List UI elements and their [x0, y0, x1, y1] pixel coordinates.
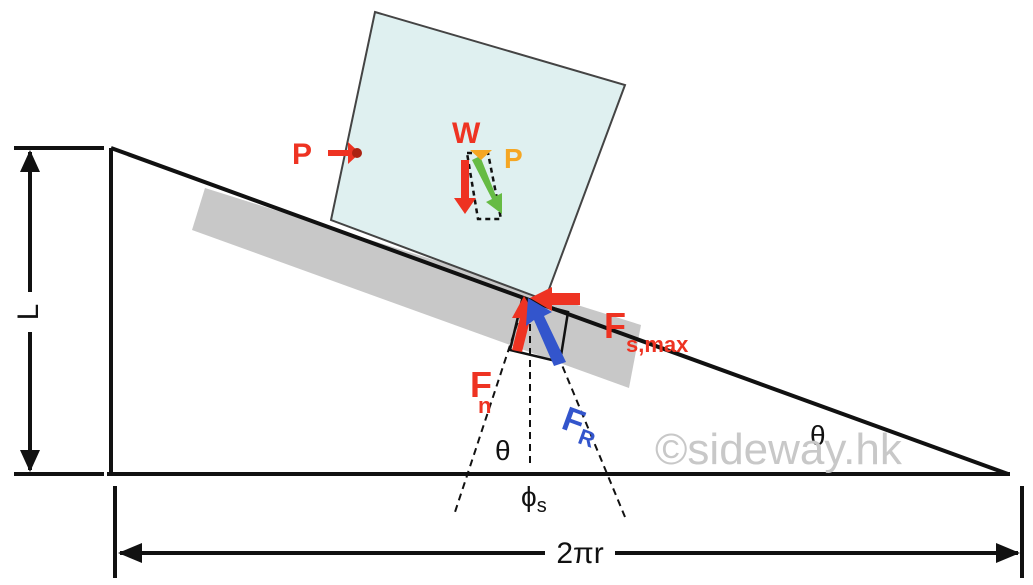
friction-force-label-sub: s,max [626, 332, 689, 357]
weight-component-arrow-icon [472, 156, 502, 214]
base-arrow-left-icon [118, 543, 142, 563]
height-label: L [12, 304, 45, 321]
friction-force-arrow-icon [530, 287, 580, 311]
base-arrow-right-icon [996, 543, 1020, 563]
weight-label: W [452, 117, 481, 150]
push-force-label: P [292, 138, 312, 171]
watermark: ©sideway.hk [655, 425, 903, 474]
incline-shadow [192, 188, 641, 388]
height-label-bg [16, 292, 44, 332]
friction-angle-label-main: ϕ [521, 481, 537, 512]
angle-normal-label: θ [495, 435, 511, 466]
angle-incline-label: θ [810, 420, 826, 451]
friction-force-label-main: F [604, 305, 626, 346]
friction-angle-label: ϕs [521, 481, 547, 517]
base-label-bg [545, 536, 615, 570]
resultant-force-label: FR [556, 400, 605, 453]
base-label: 2πr [556, 537, 603, 570]
resultant-force-arrow-icon [526, 298, 566, 366]
friction-force-label: Fs,max [604, 305, 689, 357]
normal-force-label-main: F [470, 364, 492, 405]
push-force-arrow-icon [328, 142, 360, 164]
friction-angle-label-sub: s [537, 495, 547, 517]
weight-arrow-icon [454, 160, 476, 214]
weight-component-head-icon [470, 150, 492, 160]
height-arrow-up-icon [20, 150, 40, 172]
push-force-contact-point [352, 148, 362, 158]
weight-component-label: P [504, 143, 523, 174]
height-arrow-down-icon [20, 450, 40, 472]
normal-force-label-sub: n [478, 393, 491, 418]
